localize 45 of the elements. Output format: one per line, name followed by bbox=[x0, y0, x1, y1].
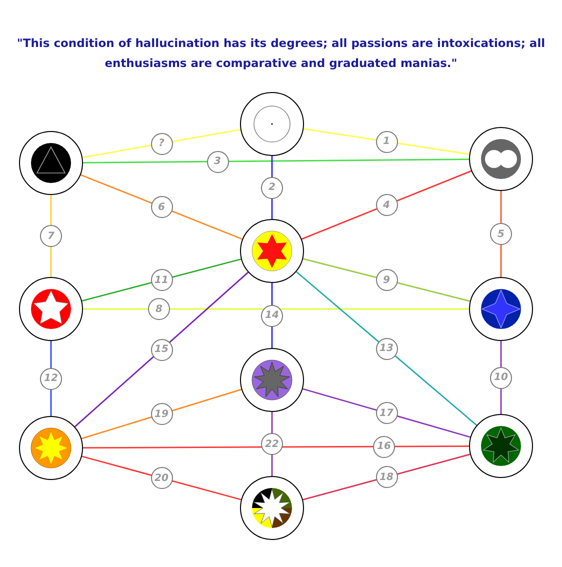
connector-line bbox=[80, 174, 243, 240]
edge-label: 8 bbox=[148, 298, 170, 320]
edge-label: 17 bbox=[376, 402, 398, 424]
edge-label: 2 bbox=[261, 176, 283, 198]
edge-label: 9 bbox=[376, 269, 398, 291]
connector-line bbox=[500, 341, 502, 414]
connector-line bbox=[74, 272, 249, 428]
edge-label: 1 bbox=[376, 130, 398, 152]
connector-line bbox=[83, 308, 469, 310]
edge-label: 14 bbox=[261, 304, 283, 326]
edge-label: 12 bbox=[40, 368, 62, 390]
edge-label: 16 bbox=[373, 436, 395, 458]
connector-line bbox=[301, 170, 472, 240]
edge-label: 20 bbox=[150, 467, 172, 489]
connector-line bbox=[50, 195, 52, 277]
connector-line bbox=[302, 454, 470, 500]
connector-line bbox=[271, 412, 273, 476]
connector-line bbox=[271, 283, 273, 348]
edge-label: 7 bbox=[40, 225, 62, 247]
edge-label: 22 bbox=[261, 433, 283, 455]
edge-label: 13 bbox=[376, 338, 398, 360]
edge-label: 5 bbox=[490, 223, 512, 245]
edge-label: 18 bbox=[376, 466, 398, 488]
edge-label: 15 bbox=[150, 338, 172, 360]
connector-line bbox=[82, 128, 241, 158]
edge-label: 19 bbox=[150, 403, 172, 425]
connector-line bbox=[83, 158, 469, 164]
connector-line bbox=[304, 128, 470, 155]
connector-line bbox=[83, 445, 469, 449]
connector-line bbox=[82, 258, 242, 302]
edge-label: ? bbox=[150, 132, 172, 154]
connector-line bbox=[302, 258, 470, 302]
edge-label: 10 bbox=[490, 366, 512, 388]
connector-line bbox=[296, 271, 478, 426]
connector-line bbox=[500, 191, 502, 277]
connector-line bbox=[271, 156, 273, 219]
connector-line bbox=[302, 388, 470, 438]
connector-line bbox=[82, 456, 242, 500]
edge-label: 11 bbox=[150, 269, 172, 291]
edge-label: 3 bbox=[206, 150, 228, 173]
edge-label: 4 bbox=[376, 194, 398, 216]
edge-label: 6 bbox=[150, 196, 172, 218]
connector-line bbox=[50, 341, 52, 416]
connector-line bbox=[81, 388, 242, 440]
quote-title: "This condition of hallucination has its degrees; all passions are intoxications; all enthusiasms are comparative and graduated manias." bbox=[16, 35, 546, 72]
